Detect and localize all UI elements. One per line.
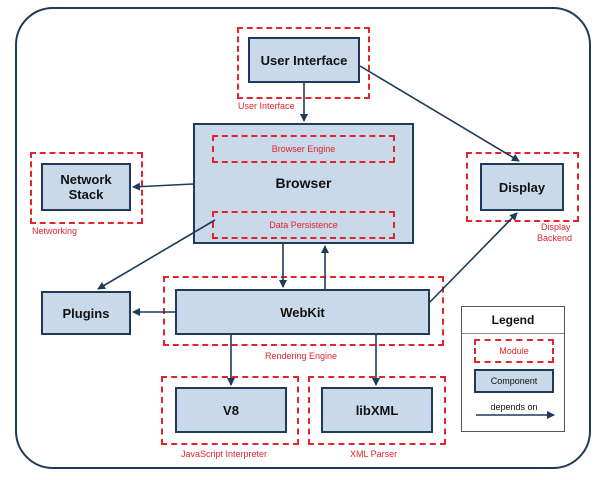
module-browser-engine: Browser Engine [212, 135, 395, 163]
legend: Legend Module Component depends on [461, 306, 565, 432]
module-label-display-backend-line2: Backend [537, 233, 573, 243]
diagram-frame [15, 7, 591, 469]
legend-divider [462, 333, 564, 334]
arrow-ui-to-display [359, 65, 520, 162]
component-network-stack: Network Stack [41, 163, 131, 211]
module-label-data-persistence: Data Persistence [269, 220, 338, 230]
legend-component-swatch: Component [474, 369, 554, 393]
arrow-webkit-to-display [429, 212, 518, 303]
module-display-backend [466, 152, 579, 222]
component-network-stack-line1: Network [60, 172, 112, 187]
legend-arrow [476, 411, 555, 419]
module-data-persistence: Data Persistence [212, 211, 395, 239]
component-v8: V8 [175, 387, 287, 433]
legend-depends-on-label: depends on [490, 402, 538, 412]
legend-module-swatch: Module [474, 339, 554, 363]
module-xml-parser [308, 376, 446, 445]
arrow-browser-to-plugins [97, 219, 216, 290]
module-label-rendering-engine: Rendering Engine [265, 351, 338, 361]
module-javascript-interpreter [161, 376, 299, 445]
legend-component-label: Component [490, 376, 538, 386]
component-browser: Browser [193, 123, 414, 244]
module-label-display-backend-line1: Display [541, 222, 571, 232]
component-user-interface: User Interface [248, 37, 360, 83]
arrow-browser-to-network [132, 182, 194, 191]
module-label-networking: Networking [32, 226, 78, 236]
module-rendering-engine [163, 276, 444, 346]
component-plugins: Plugins [41, 291, 131, 335]
legend-title: Legend [491, 313, 535, 327]
module-label-xml-parser: XML Parser [350, 449, 398, 459]
component-libxml: libXML [321, 387, 433, 433]
module-label-browser-engine: Browser Engine [271, 144, 336, 154]
component-browser-label: Browser [275, 175, 332, 191]
module-networking [30, 152, 143, 224]
component-display: Display [480, 163, 564, 211]
component-webkit: WebKit [175, 289, 430, 335]
legend-module-label: Module [499, 346, 529, 356]
module-label-javascript-interpreter: JavaScript Interpreter [181, 449, 268, 459]
module-label-user-interface: User Interface [238, 101, 295, 111]
component-network-stack-line2: Stack [68, 187, 104, 202]
